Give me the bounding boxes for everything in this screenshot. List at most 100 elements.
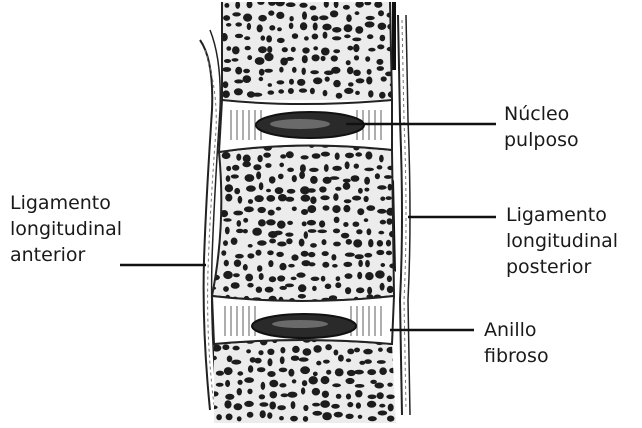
trabecula-dot <box>332 205 340 213</box>
trabecula-dot <box>330 10 338 17</box>
trabecula-dot <box>222 90 230 98</box>
trabecula-dot <box>235 22 242 26</box>
trabecula-dot <box>247 55 252 60</box>
trabecula-dot <box>298 294 306 299</box>
trabecula-dot <box>299 239 305 247</box>
trabecula-dot <box>355 1 364 8</box>
trabecula-dot <box>266 219 276 225</box>
trabecula-dot <box>235 254 244 259</box>
trabecula-dot <box>268 10 274 15</box>
trabecula-dot <box>291 47 296 52</box>
trabecula-dot <box>376 250 384 255</box>
trabecula-dot <box>268 0 276 6</box>
trabecula-dot <box>304 36 309 40</box>
trabecula-dot <box>352 38 361 42</box>
trabecula-dot <box>334 412 343 418</box>
posterior-ligament-band <box>398 15 410 415</box>
trabecula-dot <box>323 205 330 210</box>
trabecula-dot <box>224 59 231 63</box>
trabecula-dot <box>335 368 344 376</box>
trabecula-dot <box>321 56 326 61</box>
label-line: Ligamento <box>10 190 122 216</box>
trabecula-dot <box>279 263 286 270</box>
trabecula-dot <box>277 27 282 31</box>
trabecula-dot <box>245 274 253 282</box>
trabecula-dot <box>269 239 276 244</box>
trabecula-dot <box>257 265 262 272</box>
trabecula-dot <box>247 412 254 418</box>
trabecula-dot <box>232 46 240 54</box>
trabecula-dot <box>277 38 285 43</box>
trabecula-dot <box>387 166 394 170</box>
trabecula-dot <box>355 152 362 156</box>
trabecula-dot <box>257 240 267 245</box>
trabecula-dot <box>312 54 320 61</box>
trabecula-dot <box>346 394 351 400</box>
trabecula-dot <box>257 155 262 162</box>
trabecula-dot <box>302 380 307 386</box>
trabecula-dot <box>285 233 293 237</box>
trabecula-dot <box>374 383 384 389</box>
vertebra-upper <box>221 0 399 100</box>
trabecula-dot <box>346 378 355 384</box>
trabecula-dot <box>311 15 319 21</box>
trabecula-dot <box>258 207 266 213</box>
trabecula-dot <box>332 166 342 171</box>
trabecula-dot <box>378 10 384 16</box>
trabecula-dot <box>312 388 320 396</box>
trabecula-dot <box>313 372 318 377</box>
trabecula-dot <box>364 168 374 172</box>
trabecula-dot <box>321 152 330 157</box>
trabecula-dot <box>233 273 240 277</box>
trabecula-dot <box>277 221 286 229</box>
trabecula-dot <box>237 388 242 395</box>
trabecula-dot <box>286 2 296 7</box>
trabecula-dot <box>329 176 339 180</box>
trabecula-dot <box>322 412 332 420</box>
trabecula-dot <box>319 186 326 192</box>
trabecula-dot <box>301 195 311 202</box>
trabecula-dot <box>375 270 385 278</box>
trabecula-dot <box>377 66 384 71</box>
label-ligamento-longitudinal-anterior: Ligamento longitudinal anterior <box>10 190 122 268</box>
trabecula-dot <box>387 347 397 354</box>
trabecula-dot <box>226 175 231 182</box>
trabecula-dot <box>353 239 362 247</box>
trabecula-dot <box>289 23 294 29</box>
trabecula-dot <box>333 229 340 234</box>
trabecula-dot <box>277 275 285 281</box>
trabecula-dot <box>378 231 384 235</box>
trabecula-dot <box>256 171 261 179</box>
label-line: longitudinal <box>506 228 618 254</box>
trabecula-dot <box>234 403 243 410</box>
trabecula-dot <box>225 380 230 387</box>
trabecula-dot <box>292 33 298 39</box>
trabecula-dot <box>224 260 229 267</box>
trabecula-dot <box>291 356 299 361</box>
trabecula-dot <box>365 260 370 267</box>
trabecula-dot <box>282 47 288 52</box>
trabecula-dot <box>238 196 243 204</box>
trabecula-dot <box>224 367 233 375</box>
trabecula-dot <box>285 197 294 202</box>
trabecula-dot <box>333 242 341 247</box>
trabecula-dot <box>347 67 354 74</box>
trabecula-dot <box>355 91 360 95</box>
trabecula-dot <box>237 416 242 421</box>
trabecula-dot <box>278 174 284 180</box>
trabecula-dot <box>247 253 254 258</box>
trabecula-dot <box>257 367 265 372</box>
trabecula-dot <box>268 210 275 216</box>
trabecula-dot <box>299 88 307 92</box>
trabecula-dot <box>276 252 284 257</box>
trabecula-dot <box>285 284 294 288</box>
trabecula-dot <box>325 77 330 82</box>
upper-disc <box>219 100 392 152</box>
trabecula-dot <box>310 243 317 248</box>
trabecula-dot <box>279 416 284 420</box>
trabecula-dot <box>319 220 325 227</box>
trabecula-dot <box>222 152 231 159</box>
trabecula-dot <box>321 376 330 384</box>
trabecula-dot <box>323 32 328 39</box>
trabecula-dot <box>243 14 252 22</box>
